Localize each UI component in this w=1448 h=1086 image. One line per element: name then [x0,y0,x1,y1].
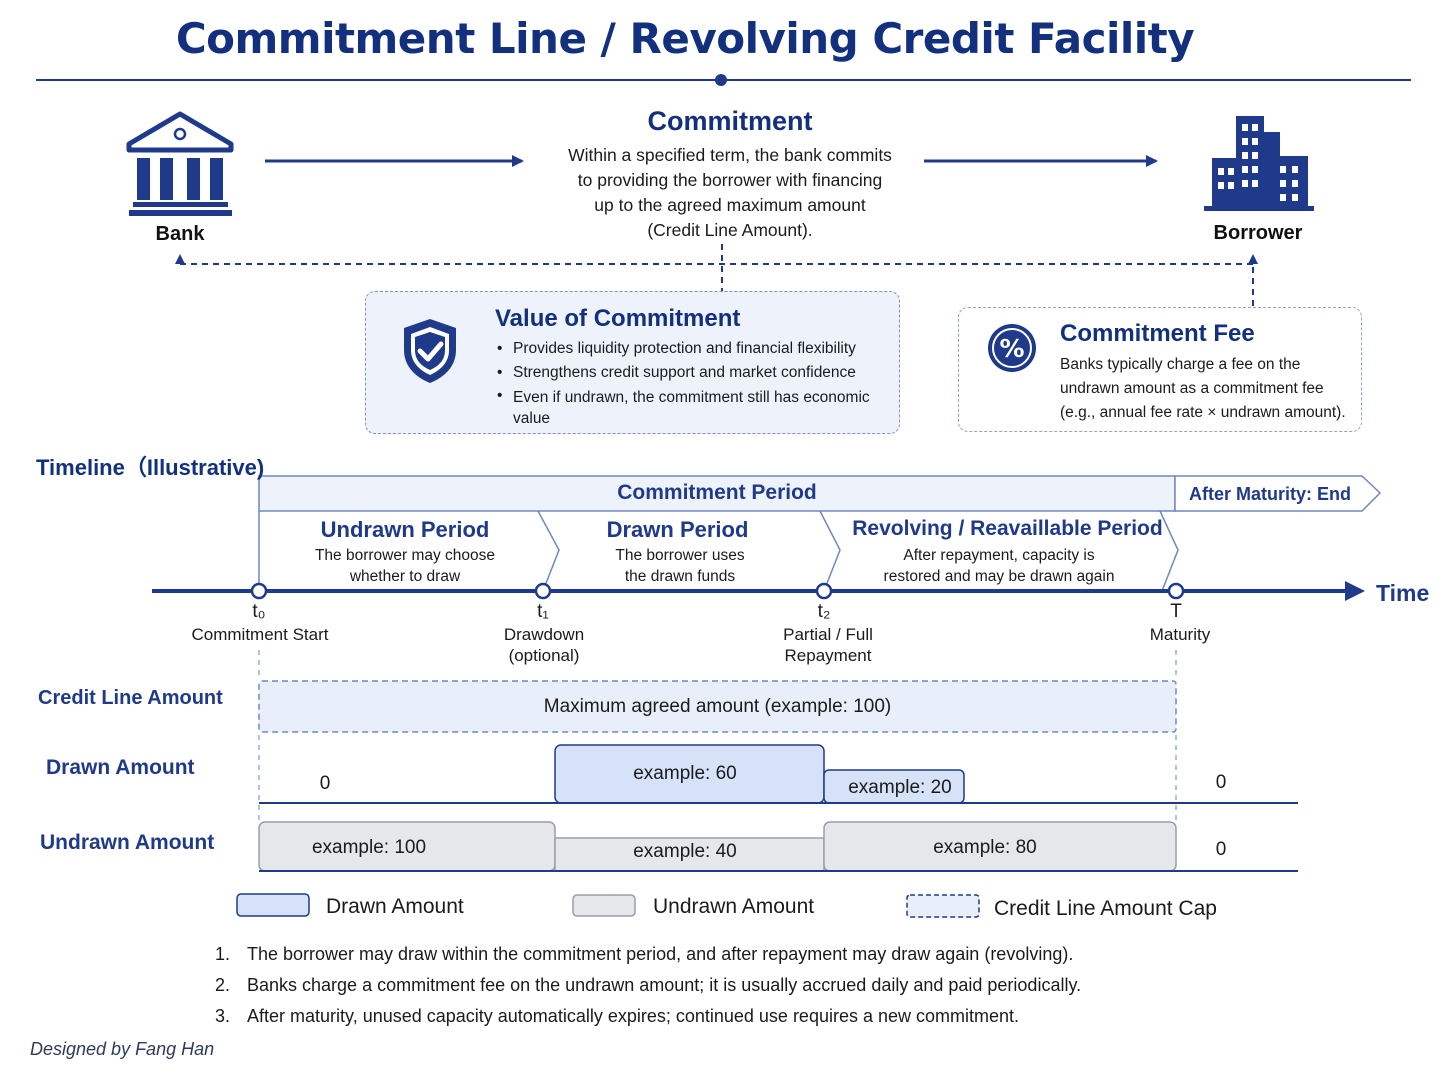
commitment-period-label: Commitment Period [617,481,817,504]
note-text: Banks charge a commitment fee on the und… [247,975,1082,995]
tick-t0-label: Commitment Start [191,625,329,644]
page-title: Commitment Line / Revolving Credit Facil… [175,14,1195,63]
legend-cap-swatch [906,894,980,918]
undrawn-bar-40 [554,837,825,872]
time-axis-arrowhead [1345,581,1365,601]
drawn-value-start: 0 [319,773,331,794]
undrawn-value-100: example: 100 [311,837,427,858]
fee-line: undrawn amount as a commitment fee [1060,380,1324,397]
list-item: Provides liquidity protection and financ… [495,337,885,361]
list-item: Even if undrawn, the commitment still ha… [495,385,885,429]
tick-label-line: Partial / Full [783,625,873,644]
time-axis-label: Time [1376,580,1430,606]
after-maturity-bar [1174,475,1382,512]
note-2: 2. Banks charge a commitment fee on the u… [215,975,1081,996]
svg-text:%: % [999,334,1024,363]
undrawn-value-end: 0 [1215,839,1227,860]
legend-drawn-label: Drawn Amount [326,895,464,918]
undrawn-value-40: example: 40 [633,841,737,862]
phase-revolving-desc: After repayment, capacity is restored an… [850,545,1148,587]
phase-desc-line: whether to draw [349,568,461,585]
phase-desc-line: The borrower uses [615,547,745,564]
value-card-title: Value of Commitment [495,305,741,332]
axis-tick-markers [250,582,1185,600]
tick-label-line: Repayment [784,646,872,665]
note-number: 2. [215,975,231,995]
fee-card-text: Banks typically charge a fee on the undr… [1060,353,1360,425]
note-number: 3. [215,1006,231,1026]
value-of-commitment-card: Value of Commitment Provides liquidity p… [365,291,900,434]
bank-icon [126,111,234,216]
legend-undrawn-swatch [572,894,636,917]
phase-drawn-desc: The borrower uses the drawn funds [560,545,800,587]
phase-desc-line: The borrower may choose [314,547,496,564]
phase-chevrons [258,510,1179,592]
title-divider-dot [715,74,727,86]
legend-drawn-swatch [236,893,310,917]
phase-drawn-title: Drawn Period [606,517,749,542]
commitment-line: (Credit Line Amount). [647,220,813,240]
tick-t2-symbol: t₂ [817,601,831,622]
timeline-title: Timeline（Illustrative) [36,455,265,480]
drawn-value-end: 0 [1215,772,1227,793]
note-1: 1. The borrower may draw within the commi… [215,944,1073,965]
undrawn-row-label: Undrawn Amount [40,831,215,854]
drawn-value-20: example: 20 [848,777,952,798]
list-item: Strengthens credit support and market co… [495,361,885,385]
note-3: 3. After maturity, unused capacity automa… [215,1006,1019,1027]
credit-line-text: Maximum agreed amount (example: 100) [543,696,892,717]
commitment-line: to providing the borrower with financing [577,170,883,190]
phase-desc-line: restored and may be drawn again [883,568,1115,585]
tick-t1-symbol: t₁ [537,601,549,622]
commitment-heading: Commitment [647,106,813,136]
phase-desc-line: the drawn funds [624,568,736,585]
tick-t0-symbol: t₀ [252,601,266,622]
phase-undrawn-desc: The borrower may choose whether to draw [275,545,535,587]
tick-label-line: (optional) [508,646,580,665]
credit-line-bar [258,680,1177,733]
commitment-line: Within a specified term, the bank commit… [568,145,892,165]
note-text: After maturity, unused capacity automati… [247,1006,1020,1026]
building-icon [1204,116,1314,211]
legend-undrawn-label: Undrawn Amount [653,895,815,918]
bank-label: Bank [155,223,205,245]
percent-icon: % [988,324,1036,372]
drawn-value-60: example: 60 [633,763,737,784]
commitment-fee-card: % Commitment Fee Banks typically charge … [958,307,1362,432]
fee-line: Banks typically charge a fee on the [1060,356,1301,373]
note-number: 1. [215,944,231,964]
tick-T-label: Maturity [1149,625,1211,644]
dashed-feedback-lines [175,244,1258,306]
phase-revolving-title: Revolving / Reavaillable Period [852,517,1163,540]
fee-line: (e.g., annual fee rate × undrawn amount)… [1060,404,1346,421]
phase-desc-line: After repayment, capacity is [903,547,1095,564]
after-maturity-label: After Maturity: End [1189,484,1351,504]
tick-t2-label: Partial / Full Repayment [758,624,898,666]
commitment-description: Within a specified term, the bank commit… [548,143,912,243]
commitment-line: up to the agreed maximum amount [594,195,866,215]
tick-t1-label: Drawdown (optional) [474,624,614,666]
drawn-row-label: Drawn Amount [46,756,195,779]
value-card-list: Provides liquidity protection and financ… [495,337,885,429]
shield-check-icon [404,319,456,383]
fee-card-title: Commitment Fee [1060,320,1255,347]
borrower-label: Borrower [1213,222,1303,244]
credit-line-row-label: Credit Line Amount [38,687,223,709]
undrawn-value-80: example: 80 [933,837,1037,858]
designer-credit: Designed by Fang Han [30,1039,215,1059]
phase-undrawn-title: Undrawn Period [320,517,490,542]
tick-T-symbol: T [1170,601,1182,622]
legend-cap-label: Credit Line Amount Cap [994,897,1217,920]
note-text: The borrower may draw within the commitm… [247,944,1074,964]
tick-label-line: Drawdown [503,625,585,644]
tick-guides [258,650,1177,822]
